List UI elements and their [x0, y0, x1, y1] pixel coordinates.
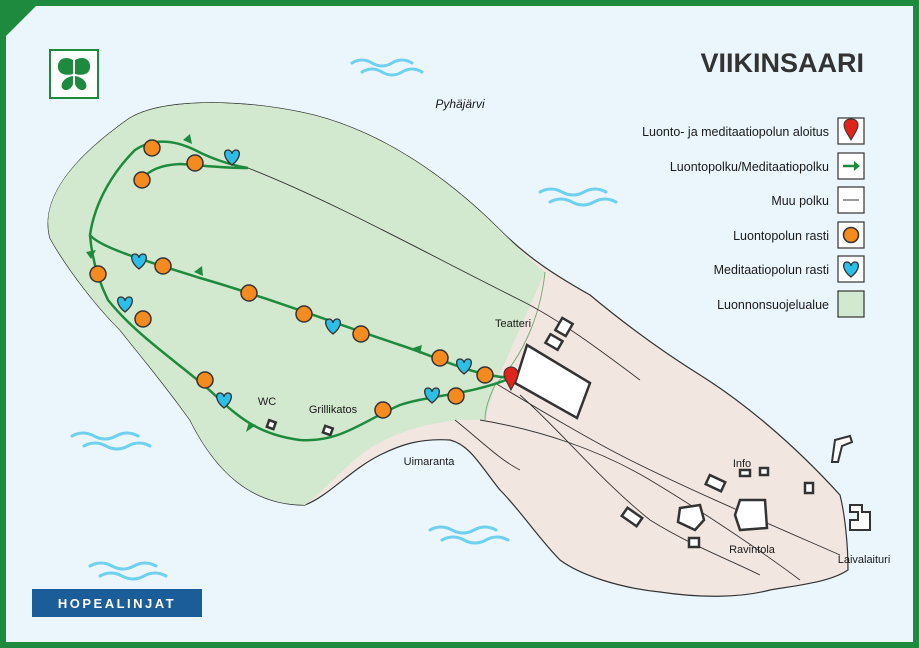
- trail-arrow-icon: [843, 161, 860, 171]
- trail-arrow-icon: [413, 345, 422, 354]
- wave-icon-group: [70, 58, 618, 581]
- trail-arrow-icon: [194, 266, 203, 276]
- legend-item: Meditaatiopolun rasti: [714, 255, 865, 283]
- nature-checkpoint: [295, 305, 313, 323]
- legend-label: Muu polku: [771, 194, 829, 208]
- pier-structures: [830, 434, 871, 531]
- nature-checkpoint: [186, 154, 204, 172]
- legend-item: Muu polku: [771, 186, 865, 214]
- meditation-checkpoint: [131, 253, 147, 270]
- wave-icon: [428, 525, 510, 545]
- legend-label: Luonto- ja meditaatiopolun aloitus: [642, 125, 829, 139]
- wave-icon: [538, 187, 618, 207]
- start-marker: [503, 366, 519, 392]
- start-pin-icon: [503, 366, 519, 392]
- label-laivalaituri: Laivalaituri: [838, 554, 891, 566]
- label-uimaranta: Uimaranta: [404, 456, 456, 468]
- folded-corner-icon: [0, 0, 42, 42]
- meditation-checkpoint: [424, 387, 440, 404]
- other-paths: [247, 167, 841, 581]
- trail-arrow-icon: [183, 134, 192, 144]
- nature-checkpoint: [134, 310, 152, 328]
- label-info: Info: [733, 458, 751, 470]
- brand-text: HOPEALINJAT: [58, 596, 176, 611]
- trail-arrow-icon: [246, 422, 256, 432]
- trail-arrows: [86, 134, 422, 432]
- nature-checkpoint: [154, 257, 172, 275]
- legend-item: Luontopolun rasti: [733, 221, 865, 249]
- nature-checkpoint: [143, 139, 161, 157]
- legend: Luonto- ja meditaatiopolun aloitus Luont…: [642, 117, 865, 318]
- butterfly-logo-icon: [49, 49, 99, 99]
- label-grillikatos: Grillikatos: [309, 404, 358, 416]
- nature-checkpoint: [352, 325, 370, 343]
- nature-checkpoint: [196, 371, 214, 389]
- protected-area-boundary: [484, 271, 546, 421]
- nature-checkpoint: [89, 265, 107, 283]
- wave-icon: [350, 58, 424, 77]
- start-pin-icon: [843, 118, 859, 142]
- buildings: [265, 316, 815, 549]
- orange-circle-icon: [842, 226, 860, 244]
- protected-area-swatch-icon: [837, 290, 865, 318]
- meditation-checkpoint: [117, 296, 133, 313]
- legend-item: Luonnonsuojelualue: [717, 290, 865, 318]
- nature-checkpoint: [240, 284, 258, 302]
- legend-label: Luontopolku/Meditaatiopolku: [670, 160, 829, 174]
- nature-checkpoint: [374, 401, 392, 419]
- lake-name: Pyhäjärvi: [435, 97, 485, 111]
- legend-item: Luontopolku/Meditaatiopolku: [670, 152, 865, 180]
- trail-arrow-icon: [86, 250, 96, 259]
- wave-icon: [88, 561, 168, 581]
- label-ravintola: Ravintola: [729, 544, 776, 556]
- legend-label: Luonnonsuojelualue: [717, 298, 829, 312]
- wave-icon: [70, 431, 152, 451]
- nature-checkpoint: [447, 387, 465, 405]
- meditation-checkpoint: [216, 392, 232, 409]
- map-title: VIIKINSAARI: [700, 48, 864, 78]
- meditation-checkpoint: [456, 358, 472, 375]
- theatre-building: [513, 343, 592, 420]
- brand-bar: HOPEALINJAT: [32, 589, 202, 617]
- label-teatteri: Teatteri: [495, 318, 531, 330]
- meditation-checkpoint: [224, 149, 240, 166]
- protected-area: [48, 102, 546, 505]
- nature-checkpoint: [431, 349, 449, 367]
- nature-checkpoint: [133, 171, 151, 189]
- legend-label: Meditaatiopolun rasti: [714, 263, 829, 277]
- blue-heart-icon: [843, 261, 859, 278]
- legend-item: Luonto- ja meditaatiopolun aloitus: [642, 117, 865, 145]
- nature-checkpoint: [476, 366, 494, 384]
- legend-label: Luontopolun rasti: [733, 229, 829, 243]
- meditation-checkpoints: [117, 149, 472, 409]
- meditation-checkpoint: [325, 318, 341, 335]
- nature-checkpoints: [89, 139, 494, 419]
- legend-swatch: [837, 186, 865, 214]
- label-wc: WC: [258, 396, 276, 408]
